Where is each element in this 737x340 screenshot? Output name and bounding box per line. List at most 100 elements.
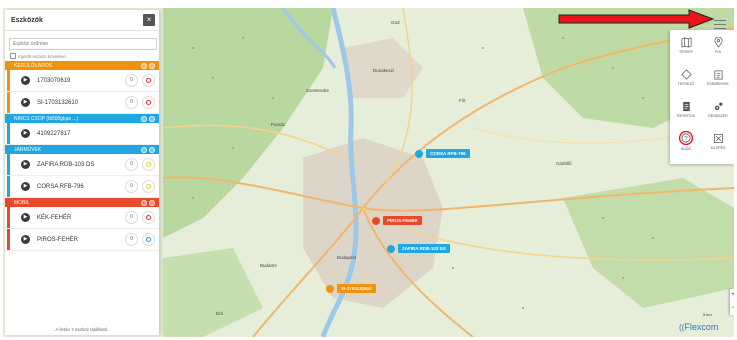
- device-name: CORSA RFB-796: [37, 183, 84, 190]
- map-scale: 5 km: [703, 312, 712, 317]
- menu-reports-button[interactable]: RIPORTOK: [670, 96, 702, 122]
- device-row[interactable]: ▶ SI-1703132610 0: [5, 92, 159, 114]
- place-label: Budapest: [337, 255, 357, 260]
- place-label: Érd: [216, 311, 224, 316]
- menu-help-button[interactable]: ? SÚGÓ: [670, 128, 702, 154]
- main-menu-panel: TÉRKÉP POI TERVEZŐ ESEMÉNYEK RIPORTOK RE…: [670, 30, 734, 164]
- group-target-icon[interactable]: [149, 146, 155, 153]
- play-icon[interactable]: ▶: [21, 182, 30, 191]
- play-icon[interactable]: ▶: [21, 213, 30, 222]
- group-eye-icon[interactable]: [141, 115, 147, 122]
- group-target-icon[interactable]: [149, 199, 155, 206]
- logo-text: Flexcom: [684, 322, 719, 332]
- close-panel-button[interactable]: ×: [143, 14, 155, 26]
- visibility-icon[interactable]: [142, 233, 155, 246]
- menu-label: KILÉPÉS: [710, 145, 726, 150]
- menu-label: POI: [714, 49, 722, 54]
- group-name: MOBIL: [14, 199, 30, 206]
- menu-label: TERVEZŐ: [677, 81, 695, 86]
- visibility-icon[interactable]: [142, 211, 155, 224]
- visibility-icon[interactable]: [142, 158, 155, 171]
- vehicle-label[interactable]: PIROS-FEHÉR: [383, 216, 422, 225]
- group-eye-icon[interactable]: [141, 146, 147, 153]
- device-name: 4109227817: [37, 130, 71, 137]
- menu-label: SÚGÓ: [680, 147, 692, 151]
- menu-label: RENDSZER: [708, 113, 728, 118]
- menu-label: ESEMÉNYEK: [707, 81, 729, 86]
- menu-system-button[interactable]: RENDSZER: [702, 96, 734, 122]
- event-count: 0: [125, 233, 138, 246]
- group-name: JÁRMŰVEK: [14, 146, 42, 153]
- visibility-icon[interactable]: [142, 74, 155, 87]
- device-count-footer: A listán 7 eszköz található.: [55, 327, 109, 332]
- exit-icon: [713, 133, 723, 143]
- place-label: Göd: [391, 20, 400, 25]
- vehicle-pin[interactable]: [326, 285, 334, 293]
- visibility-icon[interactable]: [142, 96, 155, 109]
- group-target-icon[interactable]: [149, 62, 155, 69]
- route-icon: [680, 68, 692, 80]
- menu-planner-button[interactable]: TERVEZŐ: [670, 64, 702, 90]
- group-eye-icon[interactable]: [141, 199, 147, 206]
- menu-map-button[interactable]: TÉRKÉP: [670, 32, 702, 58]
- device-name: PIROS-FEHÉR: [37, 236, 79, 243]
- vehicle-pin[interactable]: [415, 150, 423, 158]
- group-header[interactable]: JÁRMŰVEK: [5, 145, 159, 154]
- group-target-icon[interactable]: [149, 115, 155, 122]
- place-label: Gödöllő: [556, 161, 572, 166]
- menu-label: TÉRKÉP: [678, 49, 693, 54]
- group-header[interactable]: NINCS CSOP (tk500gkps ...): [5, 114, 159, 123]
- menu-events-button[interactable]: ESEMÉNYEK: [702, 64, 734, 90]
- map-icon: [681, 36, 691, 48]
- group-eye-icon[interactable]: [141, 62, 147, 69]
- play-icon[interactable]: ▶: [21, 76, 30, 85]
- menu-label: RIPORTOK: [676, 113, 696, 118]
- event-count: 0: [125, 74, 138, 87]
- zoom-in-button[interactable]: +: [731, 292, 734, 298]
- pin-icon: [713, 36, 723, 48]
- place-label: Pomáz: [271, 122, 286, 127]
- place-label: Fót: [459, 98, 466, 103]
- panel-title: Eszközök: [11, 16, 43, 24]
- hamburger-menu-icon[interactable]: [714, 20, 726, 30]
- event-count: 0: [125, 211, 138, 224]
- device-name: 1703070619: [37, 77, 71, 84]
- follow-toggle[interactable]: Kijelölt eszköz követése: [10, 53, 154, 59]
- place-label: Dunakeszi: [373, 68, 395, 73]
- device-name: KÉK-FEHÉR: [37, 214, 72, 221]
- play-icon[interactable]: ▶: [21, 235, 30, 244]
- vehicle-pin[interactable]: [372, 217, 380, 225]
- devices-panel: Eszközök × Kijelölt eszköz követése KERÜ…: [5, 10, 160, 335]
- device-name: ZAFIRA RDB-103 DS: [37, 161, 95, 168]
- device-row[interactable]: ▶ ZAFIRA RDB-103 DS 0: [5, 154, 159, 176]
- device-row[interactable]: ▶ CORSA RFB-796 0: [5, 176, 159, 198]
- visibility-icon[interactable]: [142, 180, 155, 193]
- vehicle-label[interactable]: SI-1703132610: [337, 284, 376, 293]
- menu-poi-button[interactable]: POI: [702, 32, 734, 58]
- device-row[interactable]: ▶ 1703070619 0: [5, 70, 159, 92]
- svg-text:?: ?: [684, 136, 688, 142]
- place-label: Budaörs: [260, 263, 277, 268]
- device-row[interactable]: ▶ PIROS-FEHÉR 0: [5, 229, 159, 251]
- zoom-out-button[interactable]: −: [731, 305, 734, 311]
- vehicle-label[interactable]: ZAFIRA RDB-103 DS: [398, 244, 450, 253]
- device-row[interactable]: ▶ 4109227817: [5, 123, 159, 145]
- calendar-icon: [713, 69, 723, 79]
- event-count: 0: [125, 96, 138, 109]
- play-icon[interactable]: ▶: [21, 98, 30, 107]
- group-header[interactable]: MOBIL: [5, 198, 159, 207]
- device-name: SI-1703132610: [37, 99, 79, 106]
- vehicle-label[interactable]: CORSA RFB-796: [426, 149, 470, 158]
- follow-label: Kijelölt eszköz követése: [18, 53, 66, 59]
- device-search-input[interactable]: [9, 38, 157, 50]
- device-row[interactable]: ▶ KÉK-FEHÉR 0: [5, 207, 159, 229]
- group-header[interactable]: KERÜLŐVÁROS: [5, 61, 159, 70]
- group-name: NINCS CSOP (tk500gkps ...): [14, 115, 79, 122]
- play-icon[interactable]: ▶: [21, 129, 30, 138]
- vehicle-pin[interactable]: [387, 245, 395, 253]
- follow-checkbox[interactable]: [10, 53, 16, 59]
- play-icon[interactable]: ▶: [21, 160, 30, 169]
- menu-exit-button[interactable]: KILÉPÉS: [702, 128, 734, 154]
- report-icon: [682, 101, 690, 111]
- event-count: 0: [125, 180, 138, 193]
